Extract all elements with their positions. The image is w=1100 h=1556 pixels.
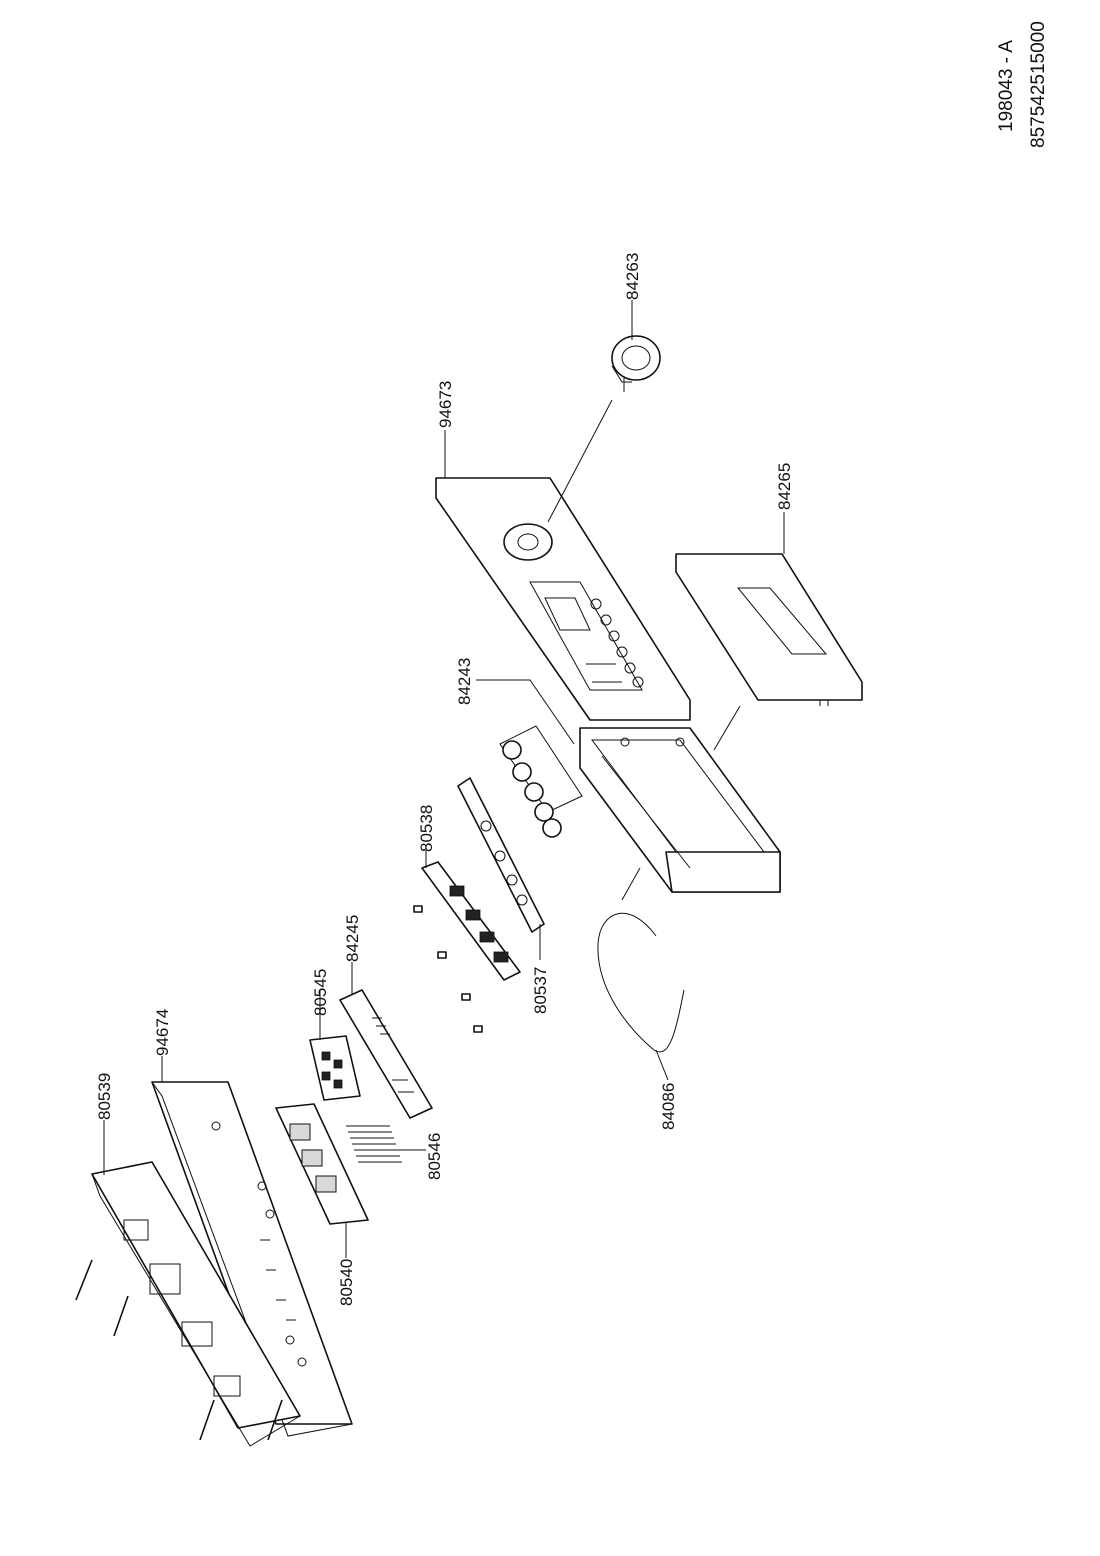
small-connector-part <box>309 1035 361 1101</box>
label-80539: 80539 <box>95 1073 114 1120</box>
label-94674: 94674 <box>153 1009 172 1056</box>
doc-code-label: 198043 - A <box>996 40 1017 132</box>
button-carrier-part <box>457 777 545 933</box>
electronics-housing-part <box>91 1161 301 1447</box>
connector-pins-part <box>346 1125 402 1163</box>
screws-small <box>413 905 483 1033</box>
wire-part <box>597 912 685 1053</box>
label-84243: 84243 <box>455 658 474 705</box>
selector-knob-part <box>611 335 661 392</box>
label-80540: 80540 <box>337 1259 356 1306</box>
part-labels: 80539 94674 80545 84245 80538 84243 9467… <box>95 253 794 1306</box>
label-84086: 84086 <box>659 1083 678 1130</box>
label-94673: 94673 <box>436 381 455 428</box>
label-80537: 80537 <box>531 967 550 1014</box>
label-84245: 84245 <box>343 915 362 962</box>
label-80546: 80546 <box>425 1133 444 1180</box>
display-lens-part <box>339 989 433 1119</box>
detergent-drawer-part <box>579 727 781 893</box>
leader-lines <box>103 300 785 1258</box>
model-code-label: 857542515000 <box>1028 21 1049 148</box>
push-buttons-part <box>499 725 583 838</box>
drawer-cover-part <box>675 553 863 706</box>
label-84263: 84263 <box>623 253 642 300</box>
led-holder-part <box>421 861 521 981</box>
long-screws <box>75 1259 283 1441</box>
label-80538: 80538 <box>417 805 436 852</box>
label-80545: 80545 <box>311 969 330 1016</box>
label-84265: 84265 <box>775 463 794 510</box>
connector-block-part <box>275 1103 369 1225</box>
front-panel-part <box>435 477 691 721</box>
